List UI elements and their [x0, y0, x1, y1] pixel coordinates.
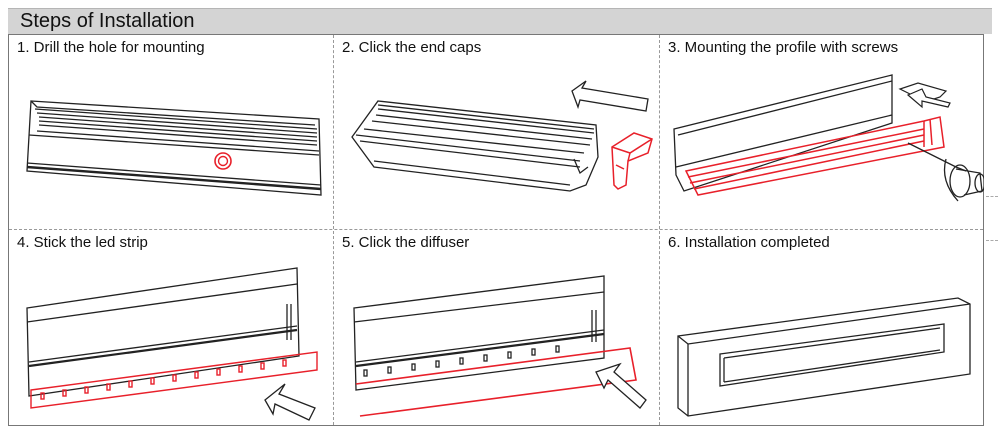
step-1-panel: 1. Drill the hole for mounting	[9, 35, 333, 229]
step-6-panel: 6. Installation completed	[660, 230, 984, 425]
step-5-panel: 5. Click the diffuser	[334, 230, 659, 425]
divider-tick	[986, 196, 998, 197]
step-2-label: 2. Click the end caps	[342, 39, 482, 56]
profile-highlight	[684, 116, 945, 196]
arrow-icon	[571, 80, 649, 112]
divider-tick	[986, 240, 998, 241]
step-3-panel: 3. Mounting the profile with screws	[660, 35, 984, 229]
diffuser-highlight	[355, 347, 637, 417]
step-3-label: 3. Mounting the profile with screws	[668, 39, 899, 56]
step-1-label: 1. Drill the hole for mounting	[17, 39, 205, 56]
step-4-illustration	[26, 267, 318, 421]
section-header: Steps of Installation	[8, 8, 992, 34]
led-strip	[363, 345, 560, 377]
installed-profile	[677, 297, 971, 417]
step-6-illustration	[677, 297, 971, 417]
step-3-illustration	[673, 74, 984, 202]
step-4-label: 4. Stick the led strip	[17, 234, 148, 251]
step-6-label: 6. Installation completed	[668, 234, 830, 251]
arrow-icon	[595, 362, 647, 409]
page-title: Steps of Installation	[20, 10, 195, 32]
step-1-illustration	[26, 100, 322, 196]
led-strip	[30, 351, 318, 409]
step-5-label: 5. Click the diffuser	[342, 234, 470, 251]
end-cap-icon	[611, 132, 653, 190]
step-2-illustration	[351, 80, 653, 192]
step-5-illustration	[353, 275, 647, 417]
grid-divider	[659, 35, 660, 425]
drill-hole-icon	[214, 152, 232, 170]
steps-grid: 1. Drill the hole for mounting 2. Click …	[8, 34, 984, 426]
arrow-icon	[264, 383, 316, 421]
step-2-panel: 2. Click the end caps	[334, 35, 659, 229]
step-4-panel: 4. Stick the led strip	[9, 230, 333, 425]
screwdriver-icon	[907, 142, 984, 202]
grid-divider	[333, 35, 334, 425]
grid-divider	[9, 229, 983, 230]
